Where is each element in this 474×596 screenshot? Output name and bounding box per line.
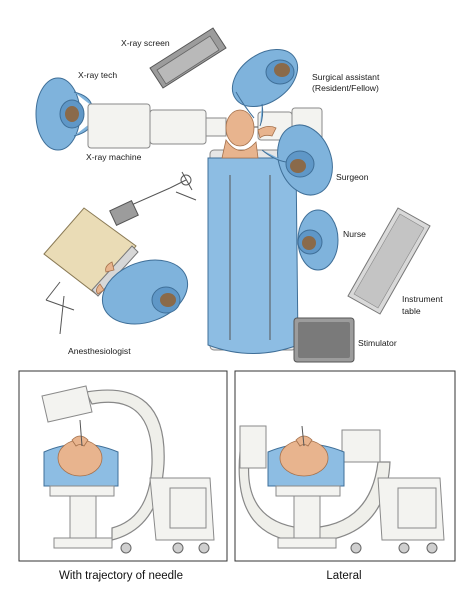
xray-tech [35, 77, 93, 151]
caption-lateral: Lateral [326, 570, 361, 582]
label-stimulator: Stimulator [358, 338, 397, 348]
label-anesthesiologist: Anesthesiologist [68, 346, 131, 356]
surgeon [257, 124, 333, 196]
label-xray-tech: X-ray tech [78, 70, 117, 80]
label-instrument-table-2: table [402, 306, 421, 316]
iv-pole [109, 171, 197, 226]
label-instrument-table-1: Instrument [402, 294, 443, 304]
label-xray-machine: X-ray machine [86, 152, 142, 162]
stimulator [293, 317, 355, 363]
panel-lateral [234, 370, 456, 562]
anesthesia-machine [43, 207, 139, 335]
xray-screen [149, 27, 227, 89]
patient-drape [207, 157, 299, 354]
label-xray-screen: X-ray screen [121, 38, 170, 48]
anesthesiologist [96, 259, 189, 325]
panel-trajectory [18, 370, 228, 562]
patient-head [221, 109, 259, 159]
label-surgical-assistant-1: Surgical assistant [312, 72, 380, 82]
label-surgeon: Surgeon [336, 172, 369, 182]
instrument-table [347, 207, 431, 315]
label-surgical-assistant-2: (Resident/Fellow) [312, 83, 379, 93]
surgical-assistant [231, 48, 299, 127]
nurse [297, 209, 339, 271]
label-nurse: Nurse [343, 229, 366, 239]
caption-trajectory: With trajectory of needle [59, 570, 183, 582]
